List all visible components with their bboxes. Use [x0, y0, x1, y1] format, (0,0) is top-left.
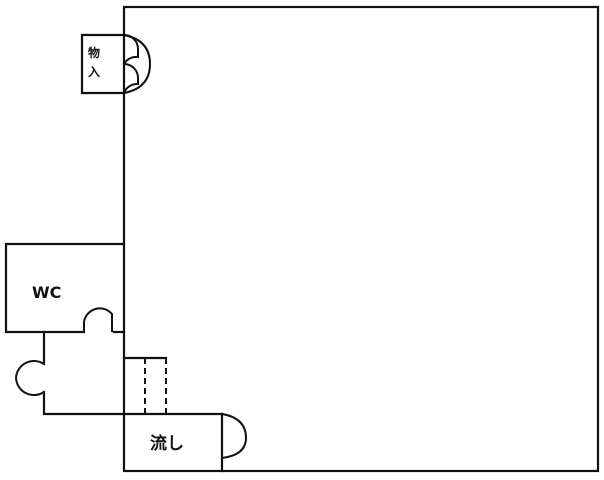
cabinet: [122, 356, 168, 414]
main-room: [122, 5, 600, 473]
sink-area: 流し: [122, 412, 248, 473]
storage-label-1: 物: [88, 45, 100, 60]
wc-label: WC: [32, 283, 61, 302]
corridor: [14, 330, 126, 416]
sink-door: [221, 413, 248, 459]
wc-room: WC: [4, 242, 126, 334]
storage-door-lower: [123, 63, 139, 94]
storage-label-2: 入: [88, 65, 100, 79]
wc-door: [83, 307, 113, 332]
storage-door-swing: [123, 34, 152, 94]
entrance-door: [14, 359, 45, 397]
storage-closet: 物 入: [80, 33, 152, 95]
sink-label: 流し: [150, 433, 184, 454]
